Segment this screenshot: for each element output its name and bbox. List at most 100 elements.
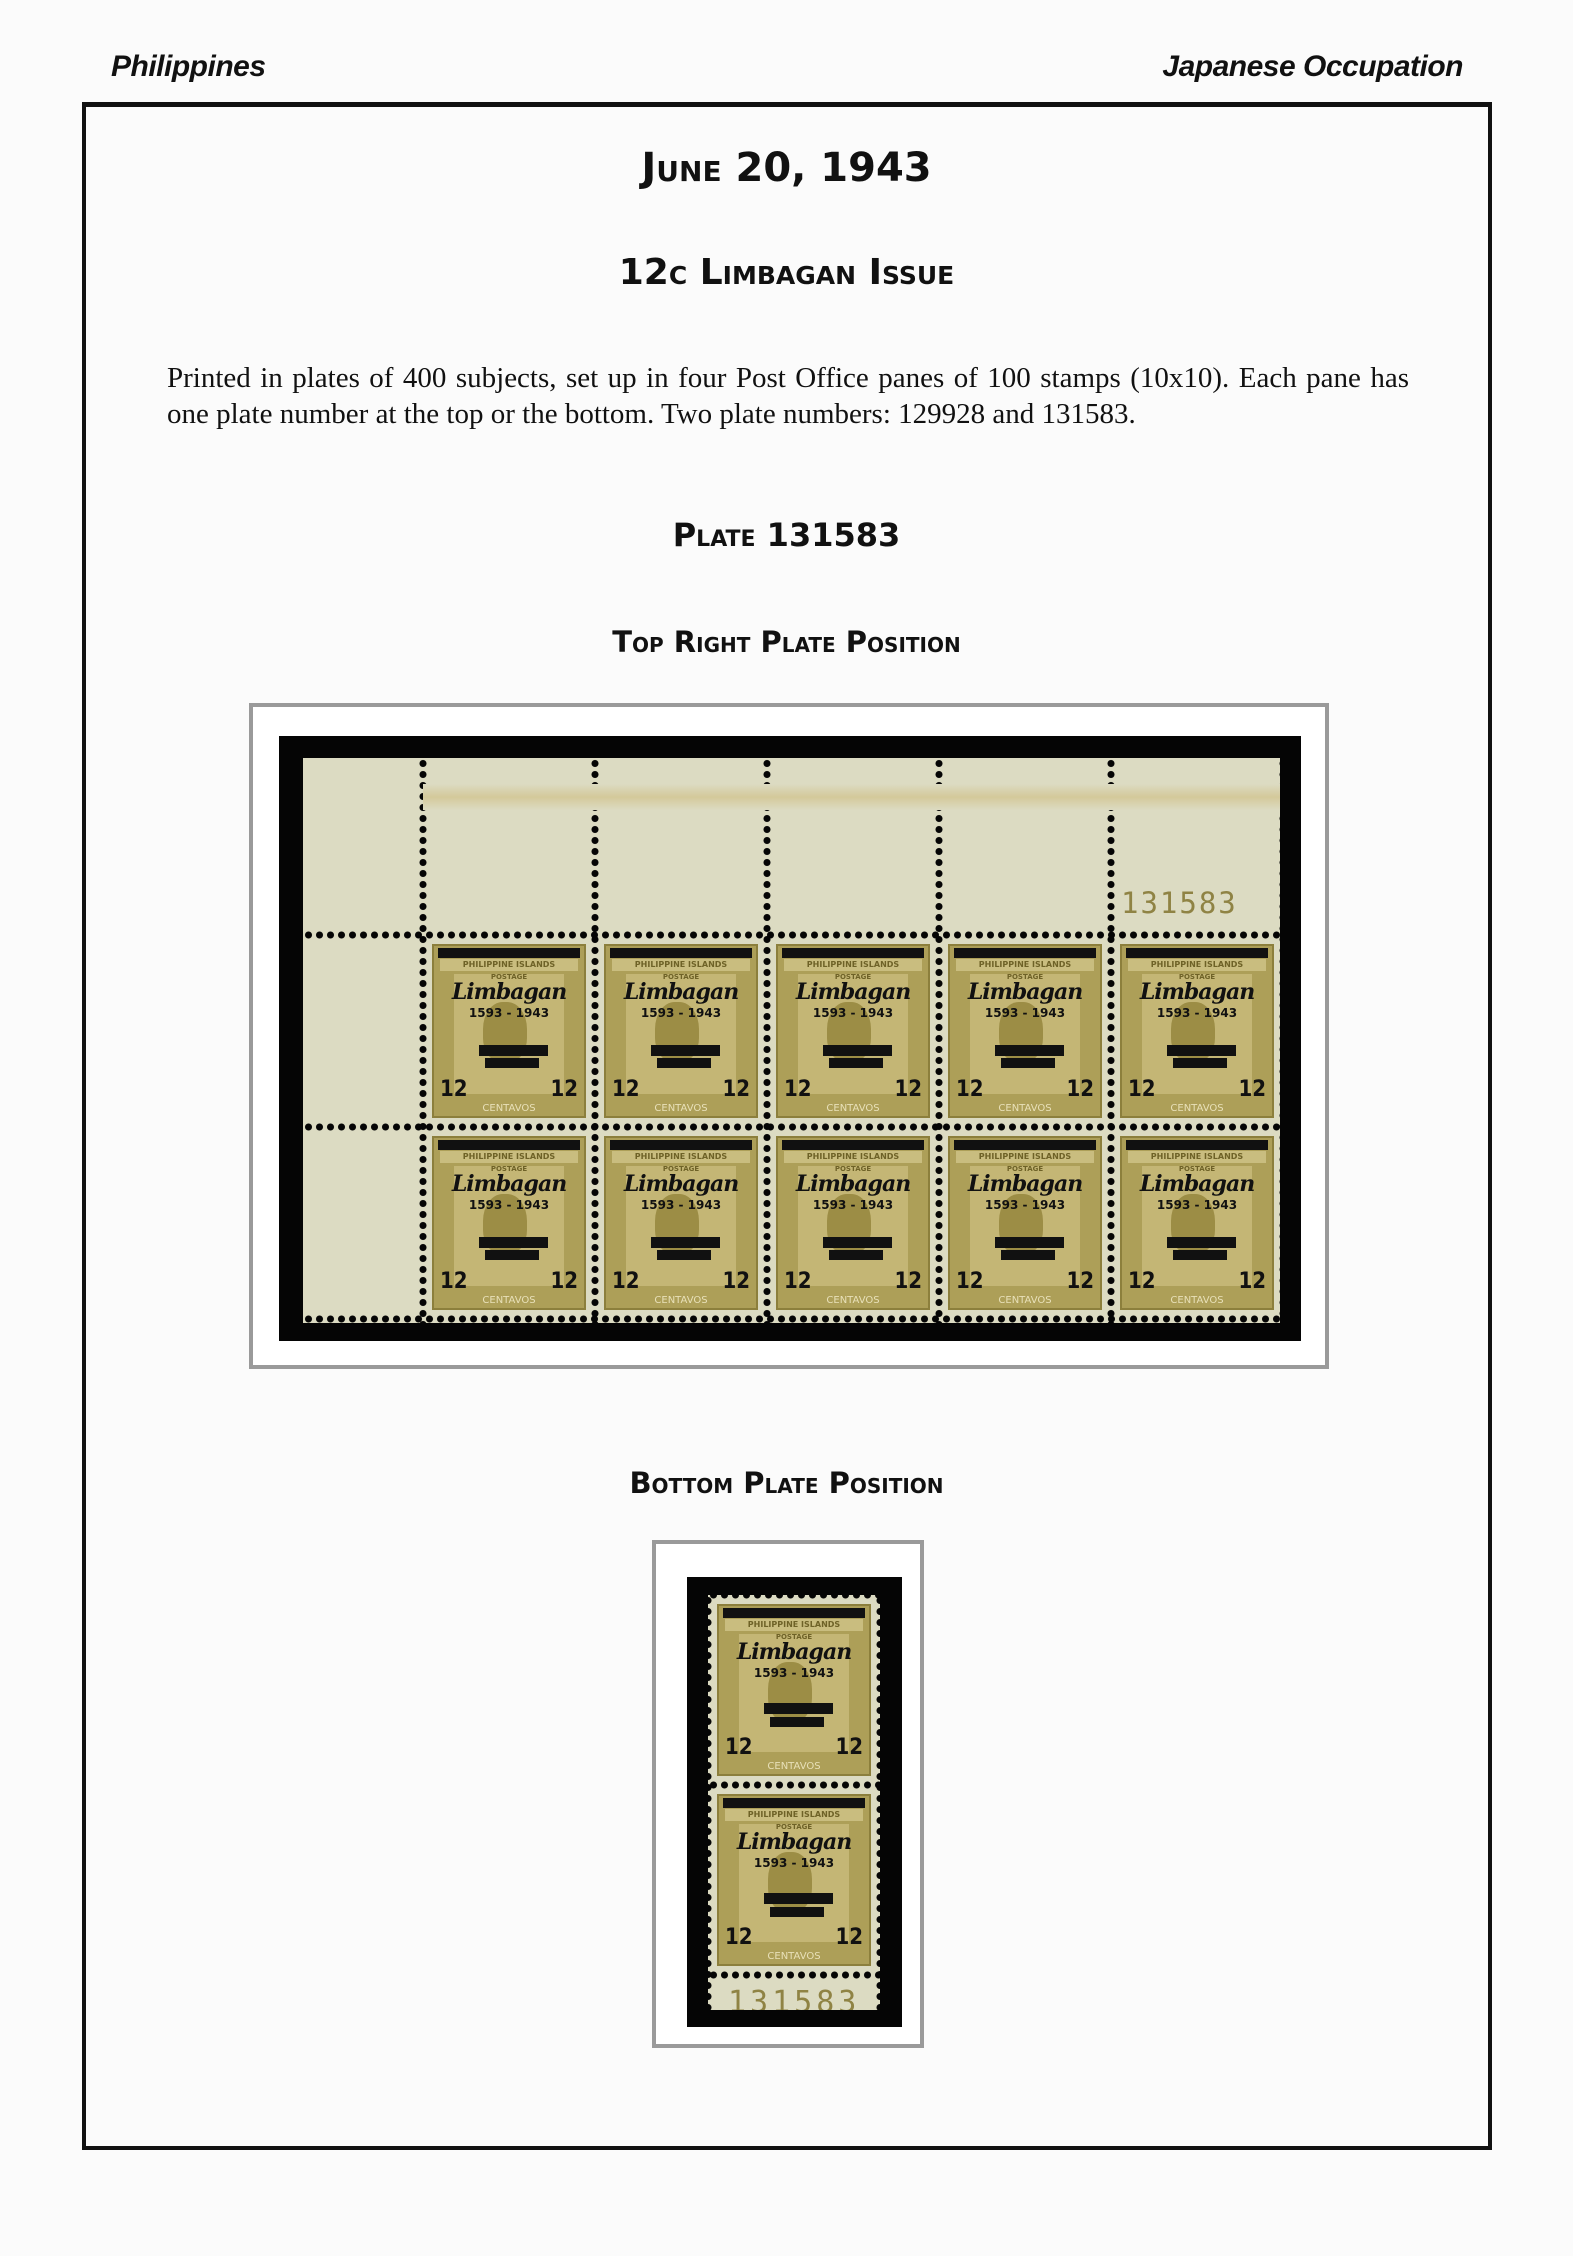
overprint-bar — [954, 1140, 1096, 1150]
stamp-value-left: 12 — [725, 1925, 753, 1950]
stamp-years: 1593 - 1943 — [984, 1006, 1066, 1020]
overprint-bar — [995, 1236, 1064, 1248]
stamp-overprint: Limbagan — [795, 1171, 911, 1197]
stamp-country: PHILIPPINE ISLANDS — [956, 1151, 1094, 1163]
plate-number: 131583 — [728, 1985, 861, 2010]
stamp-value-right: 12 — [835, 1735, 863, 1760]
perforation-vertical — [763, 758, 771, 1323]
overprint-bar — [1126, 948, 1268, 958]
stamp-overprint: Limbagan — [451, 1171, 567, 1197]
stamp-value-right: 12 — [1066, 1077, 1094, 1102]
stamp-value-left: 12 — [1128, 1077, 1156, 1102]
overprint-bar — [1167, 1044, 1236, 1056]
stamp-postage: POSTAGE — [1178, 1165, 1216, 1173]
stamp-years: 1593 - 1943 — [1156, 1198, 1238, 1212]
stamp-country: PHILIPPINE ISLANDS — [956, 959, 1094, 971]
perforation-horizontal — [303, 1123, 1280, 1131]
overprint-bar — [1173, 1250, 1227, 1261]
stamp-country: PHILIPPINE ISLANDS — [725, 1619, 863, 1631]
stamp-value-left: 12 — [784, 1269, 812, 1294]
stamp-country: PHILIPPINE ISLANDS — [440, 959, 578, 971]
overprint-bar — [1167, 1236, 1236, 1248]
overprint-bar — [485, 1250, 539, 1261]
page-title: June 20, 1943 — [641, 145, 932, 191]
stamp-currency: CENTAVOS — [482, 1103, 536, 1114]
perforation-vertical — [1107, 758, 1115, 1323]
stamp-value-left: 12 — [784, 1077, 812, 1102]
stamp-postage: POSTAGE — [775, 1633, 813, 1641]
stamp-postage: POSTAGE — [1178, 973, 1216, 981]
stamp-country: PHILIPPINE ISLANDS — [1128, 959, 1266, 971]
stamp-currency: CENTAVOS — [767, 1951, 821, 1962]
overprint-bar — [829, 1058, 883, 1069]
stamp-years: 1593 - 1943 — [640, 1006, 722, 1020]
stamp-postage: POSTAGE — [662, 1165, 700, 1173]
overprint-bar — [723, 1798, 865, 1808]
overprint-bar — [723, 1608, 865, 1618]
stamp-years: 1593 - 1943 — [753, 1666, 835, 1680]
perforation-vertical — [935, 758, 943, 1323]
stamp-years: 1593 - 1943 — [1156, 1006, 1238, 1020]
overprint-bar — [1173, 1058, 1227, 1069]
stamp-currency: CENTAVOS — [826, 1103, 880, 1114]
stamp-overprint: Limbagan — [451, 979, 567, 1005]
overprint-bar — [782, 948, 924, 958]
stamp-value-left: 12 — [612, 1269, 640, 1294]
stamp-overprint: Limbagan — [623, 979, 739, 1005]
overprint-bar — [1126, 1140, 1268, 1150]
stamp-postage: POSTAGE — [834, 1165, 872, 1173]
stamp-currency: CENTAVOS — [767, 1761, 821, 1772]
stamp-country: PHILIPPINE ISLANDS — [784, 959, 922, 971]
stamp-currency: CENTAVOS — [1170, 1295, 1224, 1306]
stamp-postage: POSTAGE — [490, 1165, 528, 1173]
overprint-bar — [823, 1044, 892, 1056]
overprint-bar — [657, 1250, 711, 1261]
stamp-currency: CENTAVOS — [998, 1103, 1052, 1114]
stamp-currency: CENTAVOS — [654, 1295, 708, 1306]
overprint-bar — [438, 1140, 580, 1150]
overprint-bar — [651, 1236, 720, 1248]
perforation-horizontal — [303, 931, 1280, 939]
section-heading-bottom: Bottom Plate Position — [629, 1466, 944, 1500]
stamp-value-left: 12 — [612, 1077, 640, 1102]
overprint-bar — [479, 1236, 548, 1248]
overprint-bar — [770, 1906, 824, 1917]
stamp-years: 1593 - 1943 — [812, 1006, 894, 1020]
stamp-years: 1593 - 1943 — [468, 1006, 550, 1020]
header-country: Philippines — [111, 50, 266, 83]
overprint-bar — [1001, 1058, 1055, 1069]
stamp-value-left: 12 — [956, 1077, 984, 1102]
perforation-vertical — [1279, 758, 1280, 1323]
overprint-bar — [770, 1716, 824, 1727]
stamp-value-right: 12 — [1238, 1077, 1266, 1102]
stamp-overprint: Limbagan — [736, 1639, 852, 1665]
perforation-vertical — [708, 1595, 712, 2010]
overprint-bar — [764, 1893, 833, 1905]
section-heading-top-right: Top Right Plate Position — [612, 625, 961, 659]
stamp-value-left: 12 — [440, 1077, 468, 1102]
stamp-overprint: Limbagan — [1139, 1171, 1255, 1197]
perforation-vertical — [876, 1595, 880, 2010]
stamp-currency: CENTAVOS — [482, 1295, 536, 1306]
stamp-value-left: 12 — [956, 1269, 984, 1294]
stamp-postage: POSTAGE — [490, 973, 528, 981]
perforation-horizontal — [303, 1315, 1280, 1323]
page-frame — [82, 102, 1492, 2150]
stamp-country: PHILIPPINE ISLANDS — [612, 959, 750, 971]
stamp-value-left: 12 — [1128, 1269, 1156, 1294]
overprint-bar — [485, 1058, 539, 1069]
stamp-value-right: 12 — [550, 1077, 578, 1102]
stamp-postage: POSTAGE — [834, 973, 872, 981]
stamp-currency: CENTAVOS — [654, 1103, 708, 1114]
overprint-bar — [764, 1703, 833, 1715]
stamp-value-right: 12 — [894, 1269, 922, 1294]
stamp-overprint: Limbagan — [623, 1171, 739, 1197]
